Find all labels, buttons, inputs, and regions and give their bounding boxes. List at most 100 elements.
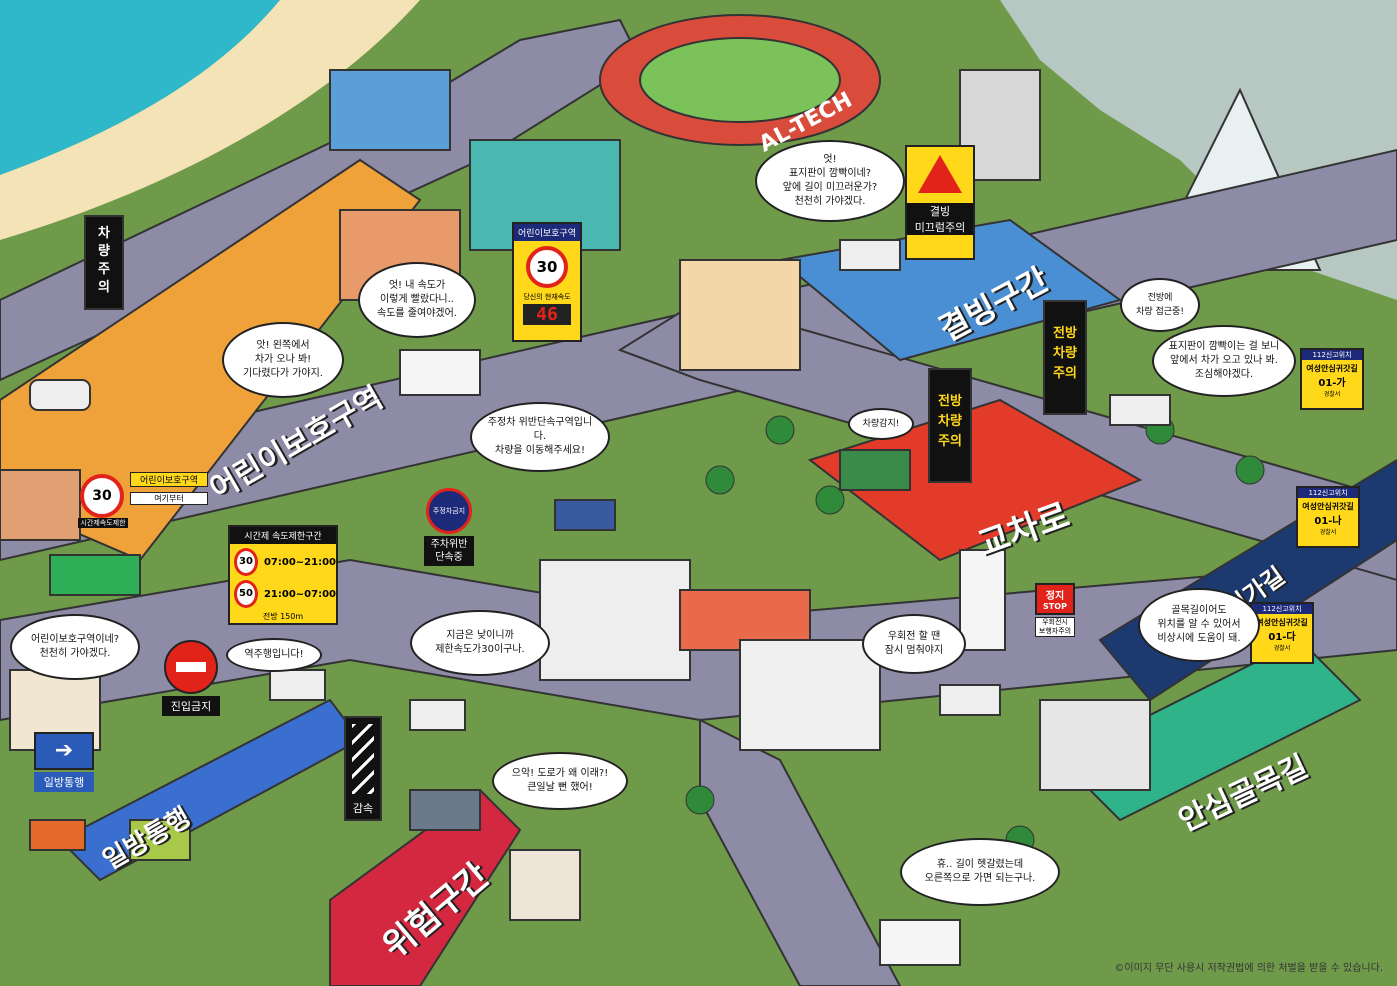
- car: [29, 819, 86, 851]
- truck: [839, 449, 911, 491]
- left-speed-limit: 30: [80, 474, 124, 518]
- car: [269, 669, 326, 701]
- report-footer: 경찰서: [1273, 645, 1291, 652]
- no-entry-icon: [164, 640, 218, 694]
- school-zone-left-sign: 30 시간제속도제한 어린이보호구역 여기부터: [78, 470, 208, 532]
- building: [959, 549, 1006, 651]
- speech-bubble: 휴.. 길이 헷갈렸는데 오른쪽으로 가면 되는구나.: [900, 838, 1060, 906]
- car: [409, 699, 466, 731]
- car-warning-sign: 차 량 주 의: [84, 215, 124, 310]
- one-way-sign: ➔ 일방통행: [34, 732, 94, 792]
- report-title: 여성안심귀갓길: [1306, 364, 1358, 373]
- left-school-sub: 여기부터: [130, 492, 208, 505]
- beach: [0, 0, 420, 240]
- time-limit-row1: 30 07:00~21:00: [230, 548, 336, 576]
- time-limit-row2: 50 21:00~07:00: [230, 580, 336, 608]
- left-school-title: 어린이보호구역: [130, 472, 208, 487]
- parking-enforcement-sign: 주정차금지 주차위반 단속중: [424, 488, 474, 573]
- speech-bubble: 어린이보호구역이네? 천천히 가야겠다.: [10, 614, 140, 680]
- report-header: 112신고위치: [1298, 488, 1358, 498]
- building: [679, 259, 801, 371]
- building: [329, 69, 451, 151]
- report-header: 112신고위치: [1302, 350, 1362, 360]
- slow-down-label: 감속: [352, 802, 374, 815]
- no-entry-sign: 진입금지: [162, 640, 220, 720]
- speech-bubble: 앗! 왼쪽에서 차가 오나 봐! 기다렸다가 가야지.: [222, 322, 344, 398]
- building: [0, 469, 81, 541]
- slow-down-stripes-icon: [352, 724, 374, 794]
- parking-enforcement-text: 주차위반 단속중: [424, 536, 474, 566]
- report-title: 여성안심귀갓길: [1302, 502, 1354, 511]
- stop-sub-text: 우회전시 보행자주의: [1035, 617, 1075, 637]
- tree: [685, 785, 715, 815]
- front-car-warning-sign: 전방 차량 주의: [928, 368, 972, 483]
- speech-bubble: 엇! 내 속도가 이렇게 빨랐다니.. 속도를 줄여야겠어.: [358, 262, 476, 338]
- car: [29, 379, 91, 411]
- time-limit-title: 시간제 속도제한구간: [230, 527, 336, 544]
- row2-limit: 50: [234, 580, 258, 608]
- one-way-label: 일방통행: [34, 772, 94, 792]
- van: [1109, 394, 1171, 426]
- front-car-warning-text: 전방 차량 주의: [1053, 326, 1077, 381]
- speech-bubble: 표지판이 깜빡이는 걸 보니 앞에서 차가 오고 있나 봐. 조심해야겠다.: [1152, 325, 1296, 397]
- report-code: 01-가: [1318, 378, 1346, 389]
- car-warning-text: 차 량 주 의: [98, 226, 110, 295]
- bus: [49, 554, 141, 596]
- slow-down-sign: 감속: [344, 716, 382, 821]
- speech-bubble: 엇! 표지판이 깜빡이네? 앞에 길이 미끄러운가? 천천히 가야겠다.: [755, 140, 905, 222]
- speech-bubble: 주정차 위반단속구역입니다. 차량을 이동해주세요!: [470, 402, 610, 472]
- report-footer: 경찰서: [1323, 391, 1341, 398]
- tree: [765, 415, 795, 445]
- excavator: [129, 819, 191, 861]
- speech-bubble: 골목길이어도 위치를 알 수 있어서 비상시에 도움이 돼.: [1138, 588, 1260, 662]
- car: [554, 499, 616, 531]
- speech-bubble: 우회전 할 땐 잠시 멈춰야지: [862, 614, 966, 674]
- truck: [879, 919, 961, 966]
- speech-bubble: 차량감지!: [848, 408, 914, 440]
- stop-en-text: STOP: [1043, 602, 1067, 611]
- front-car-warning-text: 전방 차량 주의: [938, 394, 962, 449]
- report-location-sign-b: 112신고위치 여성안심귀갓길 01-나 경찰서: [1296, 486, 1360, 548]
- report-code: 01-다: [1268, 632, 1296, 643]
- speech-bubble: 전방에 차량 접근중!: [1120, 278, 1200, 332]
- current-speed: 46: [523, 304, 571, 325]
- copyright-notice: ©이미지 무단 사용시 저작권법에 의한 처벌을 받을 수 있습니다.: [1114, 963, 1383, 974]
- speed-display-label: 당신의 현재속도: [523, 293, 571, 301]
- sea: [0, 0, 280, 175]
- report-location-sign-a: 112신고위치 여성안심귀갓길 01-가 경찰서: [1300, 348, 1364, 410]
- slip-warning-line2: 미끄럼주의: [907, 219, 973, 235]
- building: [509, 849, 581, 921]
- row1-time: 07:00~21:00: [263, 556, 336, 568]
- slip-icon: [918, 155, 962, 193]
- school-zone-title: 어린이보호구역: [514, 224, 580, 241]
- slip-warning-line1: 결빙: [907, 203, 973, 219]
- building: [739, 639, 881, 751]
- report-title: 여성안심귀갓길: [1256, 618, 1308, 627]
- no-parking-badge: 주정차금지: [426, 488, 472, 534]
- no-entry-label: 진입금지: [162, 696, 220, 716]
- report-header: 112신고위치: [1252, 604, 1312, 614]
- slip-warning-sign: 결빙 미끄럼주의: [905, 145, 975, 260]
- report-footer: 경찰서: [1319, 529, 1337, 536]
- speech-bubble: 지금은 낮이니까 제한속도가30이구나.: [410, 610, 550, 676]
- speed-limit-circle: 30: [526, 246, 568, 288]
- tree: [1235, 455, 1265, 485]
- stop-sign: 정지 STOP 우회전시 보행자주의: [1035, 583, 1075, 655]
- school-zone-speed-sign: 어린이보호구역 30 당신의 현재속도 46: [512, 222, 582, 342]
- truck: [399, 349, 481, 396]
- time-limit-footer: 전방 150m: [262, 612, 304, 621]
- tree: [705, 465, 735, 495]
- left-speed-sub: 시간제속도제한: [78, 518, 128, 528]
- stop-main: 정지 STOP: [1035, 583, 1075, 615]
- row2-time: 21:00~07:00: [263, 588, 336, 600]
- front-car-warning-sign: 전방 차량 주의: [1043, 300, 1087, 415]
- stadium-field: [639, 37, 841, 123]
- speech-bubble: 으악! 도로가 왜 이래?! 큰일날 뻔 했어!: [492, 752, 628, 810]
- building: [539, 559, 691, 681]
- van: [839, 239, 901, 271]
- row1-limit: 30: [234, 548, 258, 576]
- report-code: 01-나: [1314, 516, 1342, 527]
- stop-main-text: 정지: [1045, 591, 1065, 602]
- right-arrow-icon: ➔: [34, 732, 94, 770]
